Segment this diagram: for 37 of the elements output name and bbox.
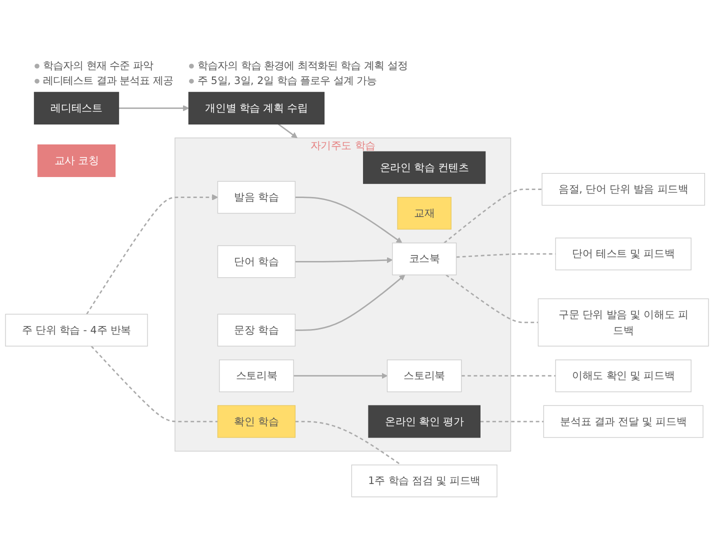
note-text: 학습자의 현재 수준 파악 [43, 60, 154, 72]
connector [446, 274, 538, 324]
arrow [118, 105, 189, 112]
connector [480, 420, 544, 422]
connector [295, 420, 402, 466]
node-box: 스토리북 [219, 360, 294, 392]
node-box: 교사 코칭 [37, 144, 116, 178]
note-text: 레디테스트 결과 분석표 제공 [43, 75, 174, 88]
node-box: 문장 학습 [217, 314, 296, 346]
arrow [294, 372, 388, 379]
node-box: 1주 학습 점검 및 피드백 [351, 464, 498, 498]
node-box: 코스북 [392, 242, 457, 276]
node-box: 구문 단위 발음 및 이해도 피드백 [538, 298, 709, 346]
node-box: 교재 [397, 196, 452, 230]
arrow [295, 257, 393, 264]
node-box: 단어 테스트 및 피드백 [555, 238, 692, 270]
node-box: 분석표 결과 전달 및 피드백 [543, 405, 704, 438]
connector [90, 346, 218, 422]
connector [461, 375, 556, 377]
node-box: 음절, 단어 단위 발음 피드백 [542, 173, 706, 206]
note-text: 주 5일, 3일, 2일 학습 플로우 설계 가능 [198, 75, 377, 88]
connector [444, 188, 542, 244]
node-box: 온라인 확인 평가 [368, 405, 480, 438]
node-box: 개인별 학습 계획 수립 [188, 92, 325, 124]
node-box: 스토리북 [386, 360, 462, 392]
node-box: 레디테스트 [34, 92, 120, 124]
node-box: 발음 학습 [217, 180, 296, 214]
node-box: 확인 학습 [217, 405, 296, 438]
arrow [86, 194, 218, 315]
node-box: 주 단위 학습 - 4주 반복 [5, 314, 148, 346]
node-box: 이해도 확인 및 피드백 [555, 360, 692, 392]
arrow [295, 274, 406, 331]
arrow [295, 196, 402, 244]
node-box: 온라인 학습 컨텐츠 [363, 151, 486, 184]
note-text: 학습자의 학습 환경에 최적화된 학습 계획 설정 [198, 60, 408, 72]
arrow [278, 124, 298, 138]
node-box: 단어 학습 [217, 245, 296, 278]
